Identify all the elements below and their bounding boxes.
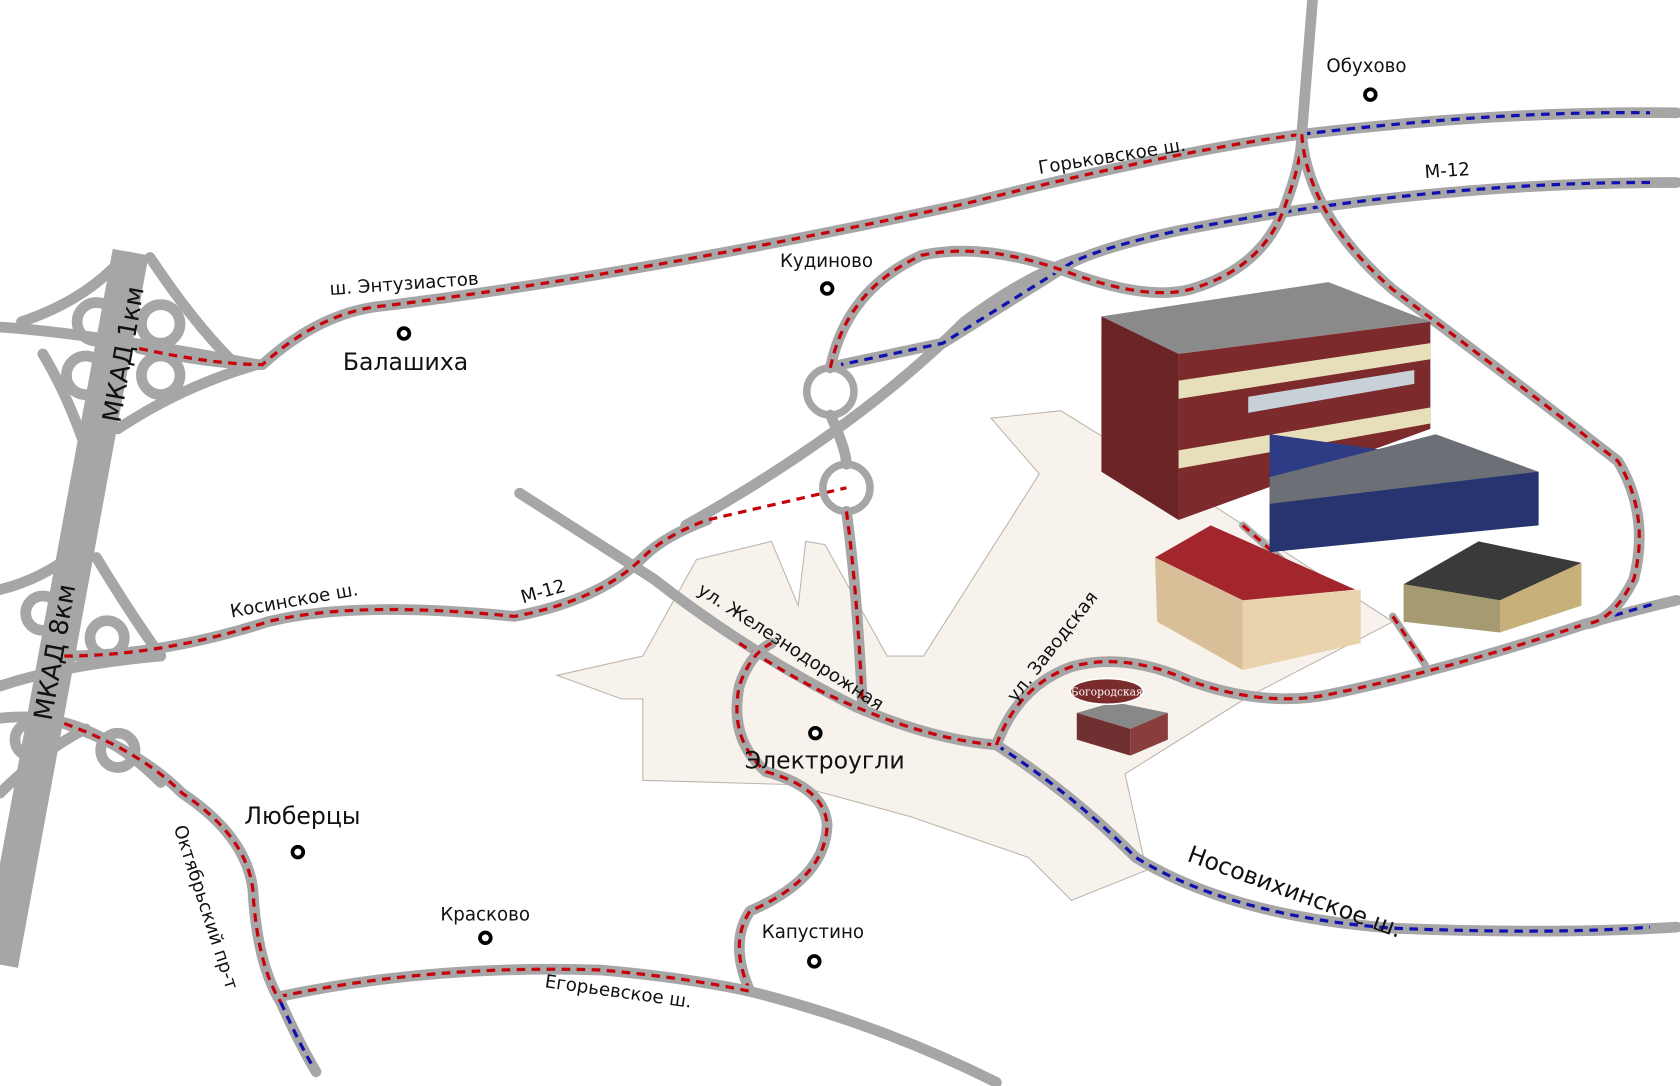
nosovikhinskoe-road (648, 573, 1680, 937)
balashikha-marker (396, 326, 412, 341)
mkad-road (0, 248, 263, 968)
m12-road (58, 177, 1680, 662)
place-kudinovo: Кудиново (780, 251, 873, 272)
kapustino-marker (807, 954, 822, 969)
obukhovo-marker (1363, 87, 1378, 102)
lyubertsy-marker (290, 844, 306, 860)
kudinovo-loop-road (803, 128, 1308, 713)
place-lyubertsy: Люберцы (244, 802, 360, 830)
kapustino-road (731, 637, 833, 997)
place-elektrougli: Электроугли (745, 747, 905, 775)
kraskovo-marker (478, 930, 493, 946)
road-label-m12-top: М-12 (1424, 159, 1471, 183)
sign-brand-text: Богородская (1071, 686, 1143, 699)
elektrougli-marker (808, 725, 823, 741)
gorkovskoe-road (133, 107, 1680, 370)
kudinovo-marker (819, 281, 835, 296)
place-balashikha: Балашиха (343, 348, 468, 376)
road-label-oktyabrsky: Октябрьский пр-т (169, 823, 242, 993)
egoryevskoe-road (273, 963, 1002, 1086)
factory-buildings (1076, 282, 1582, 756)
bogorodskaya-sign: Богородская (1069, 677, 1145, 706)
place-kapustino: Капустино (762, 922, 864, 943)
north-road (1296, 0, 1318, 140)
oktyabrsky-road (58, 718, 322, 1078)
place-obukhovo: Обухово (1326, 56, 1406, 77)
place-kraskovo: Красково (440, 905, 530, 926)
